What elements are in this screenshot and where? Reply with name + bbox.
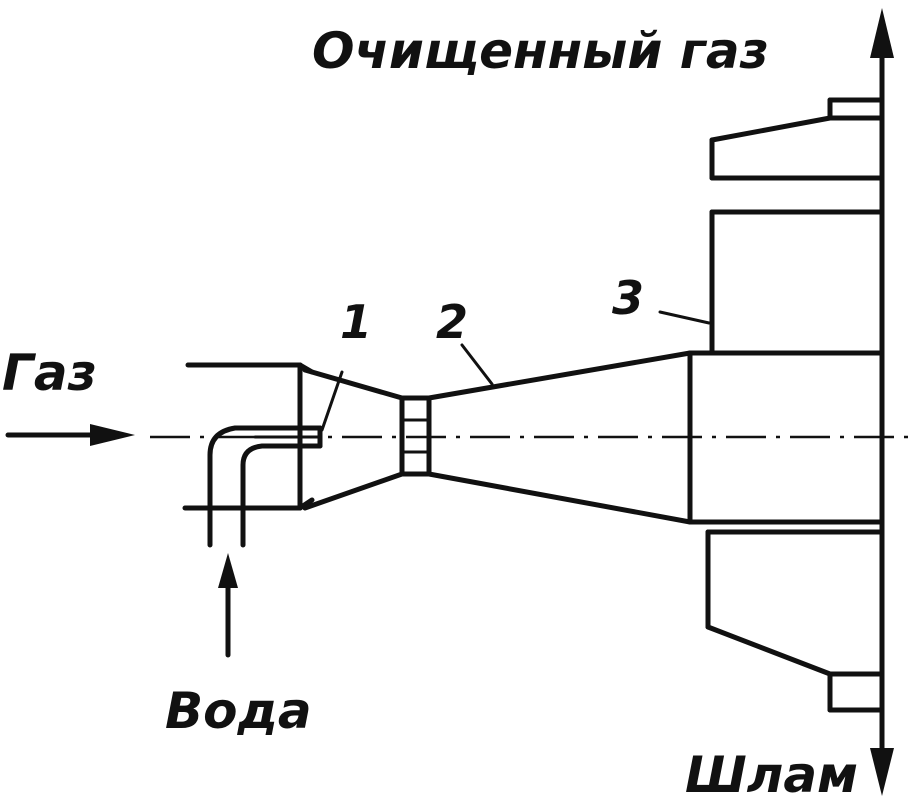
- part-2-label: 2: [436, 295, 468, 349]
- part-3-label: 3: [612, 271, 644, 325]
- clean-gas-arrowhead: [870, 8, 894, 58]
- sludge-label: Шлам: [685, 746, 858, 804]
- sludge-arrowhead: [870, 748, 894, 796]
- clean-gas-label: Очищенный газ: [312, 22, 769, 80]
- venturi-tube: [302, 343, 693, 525]
- separator-body: [658, 97, 883, 713]
- part-1-label: 1: [340, 295, 372, 349]
- water-nozzle-pipe: [207, 370, 344, 548]
- water-label: Вода: [165, 682, 312, 740]
- water-inlet-arrow: [218, 553, 238, 658]
- vertical-axis-arrows: [870, 8, 894, 796]
- gas-inlet-arrow: [5, 424, 135, 446]
- gas-label: Газ: [2, 344, 97, 402]
